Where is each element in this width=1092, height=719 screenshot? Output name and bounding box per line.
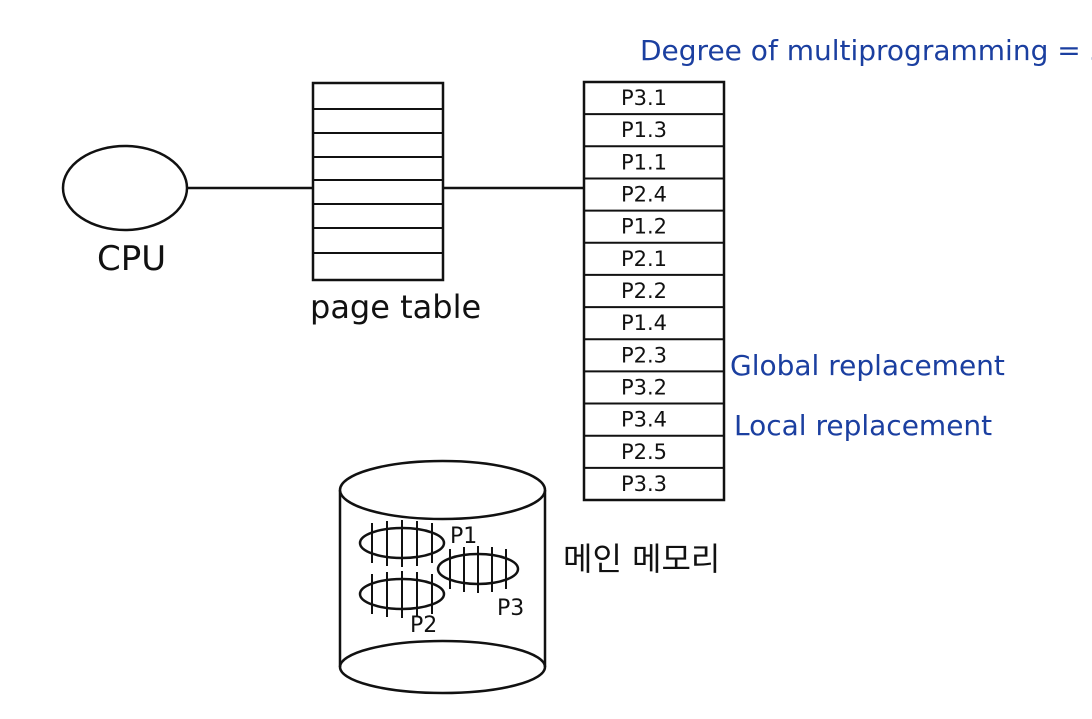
process-p2-stack [358,571,446,618]
frame-label: P1.3 [621,118,667,142]
process-p1-label: P1 [450,524,477,549]
local-replacement-annotation: Local replacement [734,409,992,442]
cylinder-bottom-front [338,666,547,695]
cpu-shape [61,144,189,232]
frame-label: P2.1 [621,247,667,271]
frame-label: P1.1 [621,150,667,174]
frame-label: P3.4 [621,408,667,432]
frame-table-border [582,80,726,502]
frame-label: P3.1 [621,86,667,110]
process-p1-stack [358,520,446,567]
page-table-box [311,81,445,282]
frame-table: P3.1P1.3P1.1P2.4P1.2P2.1P2.2P1.4P2.3P3.2… [582,80,726,502]
page-table [311,81,445,282]
frame-label: P2.2 [621,279,667,303]
frame-label: P2.5 [621,440,667,464]
cylinder-top [338,459,547,521]
main-memory-label: 메인 메모리 [563,540,720,578]
degree-annotation: Degree of multiprogramming = 3 [640,34,1092,67]
frame-label: P3.3 [621,472,667,496]
process-p2-label: P2 [410,613,437,638]
frame-label: P1.2 [621,215,667,239]
process-p3-label: P3 [497,596,524,621]
global-replacement-annotation: Global replacement [730,349,1005,382]
storage-cylinder [338,459,547,695]
page-table-label: page table [310,288,481,326]
frame-label: P2.4 [621,183,667,207]
process-p3-stack [436,546,520,593]
frame-label: P1.4 [621,311,667,335]
frame-label: P3.2 [621,375,667,399]
frame-label: P2.3 [621,343,667,367]
cpu-label: CPU [97,239,166,279]
cylinder-bottom-back [338,639,547,668]
